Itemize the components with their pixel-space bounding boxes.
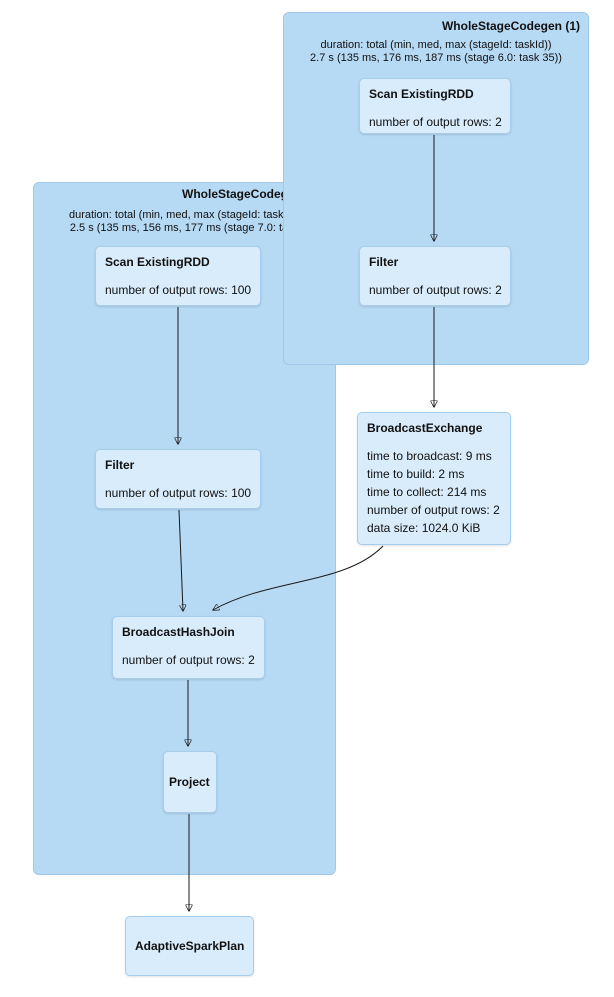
node-metric: number of output rows: 2 [122,653,255,667]
plan-node-project[interactable]: Project [163,751,217,813]
plan-node-broadcast-hash-join[interactable]: BroadcastHashJoin number of output rows:… [112,616,265,679]
plan-node-filter-1[interactable]: Filter number of output rows: 2 [359,246,511,306]
node-title: Filter [105,458,135,472]
plan-node-scan-existingrdd-2[interactable]: Scan ExistingRDD number of output rows: … [95,246,261,306]
duration-line-2: 2.5 s (135 ms, 156 ms, 177 ms (stage 7.0… [69,222,300,234]
node-metric: time to build: 2 ms [367,467,465,481]
cluster-duration: duration: total (min, med, max (stageId:… [284,39,588,65]
cluster-title: WholeStageCodegen (1) [441,19,580,33]
node-title: Scan ExistingRDD [105,255,210,269]
node-metric: time to broadcast: 9 ms [367,449,492,463]
cluster-wholestagecodegen-1: WholeStageCodegen (1) duration: total (m… [283,12,589,365]
node-title: Filter [369,255,399,269]
node-title: Project [169,775,210,789]
cluster-title: WholeStageCodegen [182,187,303,201]
node-title: Scan ExistingRDD [369,87,474,101]
plan-node-broadcast-exchange[interactable]: BroadcastExchange time to broadcast: 9 m… [357,412,511,545]
plan-node-filter-2[interactable]: Filter number of output rows: 100 [95,449,261,509]
node-metric: number of output rows: 2 [369,115,502,129]
node-metric: number of output rows: 2 [367,503,500,517]
node-title: BroadcastExchange [367,421,483,435]
cluster-duration: duration: total (min, med, max (stageId:… [34,209,335,235]
duration-line-1: duration: total (min, med, max (stageId:… [68,209,301,221]
node-metric: time to collect: 214 ms [367,485,487,499]
plan-node-adaptive-spark-plan[interactable]: AdaptiveSparkPlan [125,916,254,976]
duration-line-1: duration: total (min, med, max (stageId:… [320,39,552,51]
node-metric: number of output rows: 2 [369,283,502,297]
node-metric: number of output rows: 100 [105,486,252,500]
node-metric: number of output rows: 100 [105,283,252,297]
node-title: BroadcastHashJoin [122,625,235,639]
plan-node-scan-existingrdd-1[interactable]: Scan ExistingRDD number of output rows: … [359,78,511,134]
duration-line-2: 2.7 s (135 ms, 176 ms, 187 ms (stage 6.0… [310,52,562,64]
node-title: AdaptiveSparkPlan [135,939,245,953]
node-metric: data size: 1024.0 KiB [367,521,481,535]
